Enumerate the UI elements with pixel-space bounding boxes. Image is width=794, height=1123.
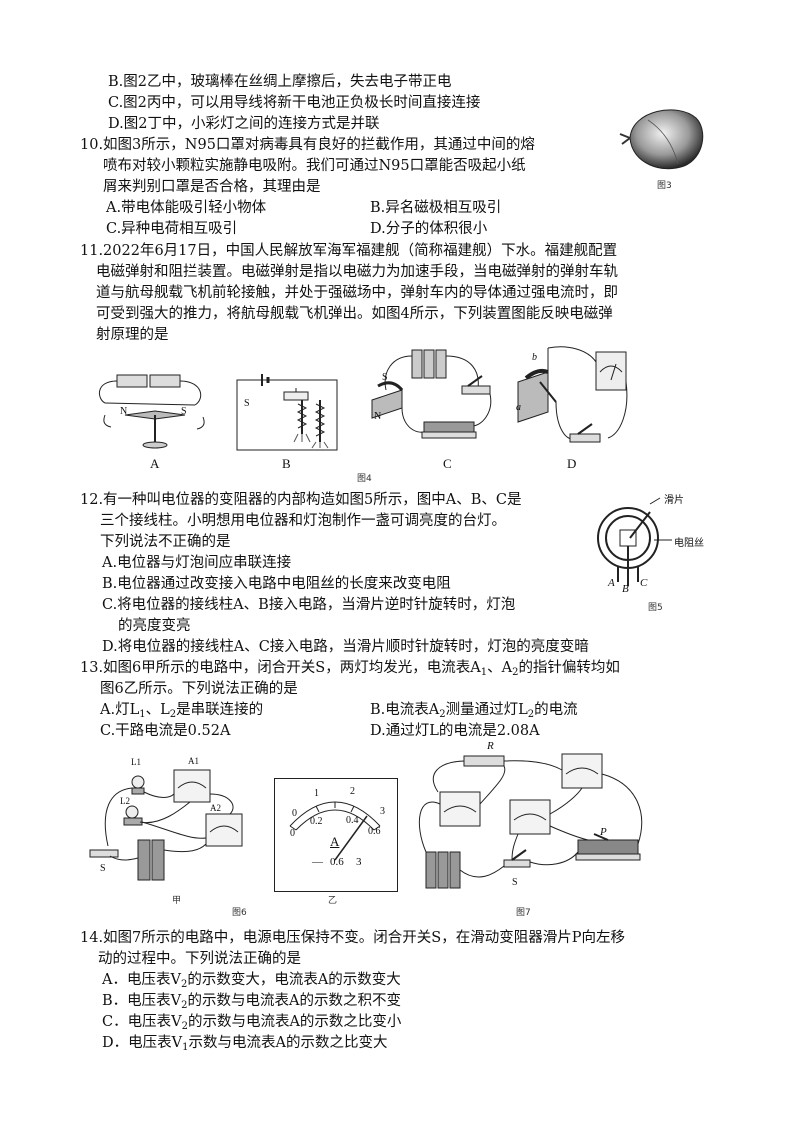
figure-5-caption: 图5 — [648, 603, 663, 613]
q10-option-a: A.带电体能吸引轻小物体 — [106, 200, 267, 216]
dial-unit-label: A — [330, 834, 340, 849]
dial-bot-2: 0.4 — [346, 815, 359, 826]
fig4d-a-label: a — [516, 402, 521, 413]
figure-6-caption: 图6 — [232, 908, 247, 918]
figure-6b-ammeter-dial — [274, 778, 398, 892]
q12-option-c-line2: 的亮度变亮 — [118, 618, 191, 634]
fig5-wire-label: 电阻丝 — [674, 538, 704, 549]
q14-stem-line2: 动的过程中。下列说法正确的是 — [98, 951, 301, 967]
fig4-label-a: A — [150, 456, 160, 471]
fig6-a2-label: A2 — [210, 803, 221, 813]
fig5-terminal-a: A — [608, 577, 615, 589]
fig7-r-label: R — [487, 740, 494, 752]
fig6-yi-label: 乙 — [328, 896, 338, 906]
q13-option-a: A.灯L1、L2是串联连接的 — [100, 702, 264, 720]
fig5-terminal-c: C — [640, 577, 648, 589]
dial-bot-0: 0 — [290, 828, 295, 839]
figure-3-caption: 图3 — [657, 181, 672, 191]
q14-option-c: C．电压表V2的示数与电流表A的示数之比变小 — [102, 1014, 402, 1032]
q10-stem-line1: 10.如图3所示，N95口罩对病毒具有良好的拦截作用，其通过中间的熔 — [80, 137, 535, 153]
figure-4c-motor-principle — [371, 349, 492, 439]
dial-top-2: 2 — [350, 786, 355, 797]
fig4a-n-label: N — [120, 406, 128, 417]
q10-option-d: D.分子的体积很小 — [370, 221, 488, 237]
q11-stem-line4: 可受到强大的推力，将航母舰载飞机弹出。如图4所示，下列装置图能反映电磁弹 — [96, 306, 613, 322]
figure-4a-oersted-experiment — [98, 374, 205, 449]
dial-bot-1: 0.2 — [310, 816, 323, 827]
figure-4d-electromagnetic-induction — [517, 346, 628, 443]
dial-terminal-06: 0.6 — [330, 856, 344, 868]
q10-stem-line3: 屑来判别口罩是否合格，其理由是 — [103, 179, 321, 195]
dial-top-1: 1 — [314, 788, 319, 799]
figure-4-caption: 图4 — [357, 474, 372, 484]
q9-option-b: B.图2乙中，玻璃棒在丝绸上摩擦后，失去电子带正电 — [108, 74, 452, 90]
q11-stem-line3: 道与航母舰载飞机前轮接触，并处于强磁场中，弹射车内的导体通过强电流时，即 — [96, 285, 618, 301]
q12-stem-line1: 12.有一种叫电位器的变阻器的内部构造如图5所示，图中A、B、C是 — [80, 492, 522, 508]
fig6-a1-label: A1 — [188, 756, 199, 766]
figure-5-potentiometer — [597, 497, 672, 586]
dial-terminal-minus: — — [312, 856, 323, 868]
fig4c-n-label: N — [374, 411, 382, 422]
q9-option-d: D.图2丁中，小彩灯之间的连接方式是并联 — [108, 116, 380, 132]
figure-7-caption: 图7 — [516, 908, 531, 918]
figure-3-mask-illustration — [619, 109, 704, 170]
q13-option-c: C.干路电流是0.52A — [100, 723, 231, 739]
q12-option-a: A.电位器与灯泡间应串联连接 — [102, 555, 292, 571]
q10-option-c: C.异种电荷相互吸引 — [106, 221, 238, 237]
fig6-l1-label: L1 — [131, 757, 141, 767]
q10-option-b: B.异名磁极相互吸引 — [370, 200, 502, 216]
q14-option-b: B．电压表V2的示数与电流表A的示数之积不变 — [102, 993, 401, 1011]
q11-stem-line5: 射原理的是 — [96, 327, 169, 343]
q14-option-a: A．电压表V2的示数变大，电流表A的示数变大 — [102, 972, 401, 990]
fig6-jia-label: 甲 — [172, 896, 182, 906]
q14-stem-line1: 14.如图7所示的电路中，电源电压保持不变。闭合开关S，在滑动变阻器滑片P向左移 — [80, 930, 625, 946]
fig4-label-c: C — [443, 456, 452, 471]
q12-option-b: B.电位器通过改变接入电路中电阻丝的长度来改变电阻 — [102, 576, 451, 592]
dial-bot-3: 0.6 — [368, 826, 381, 837]
dial-top-0: 0 — [292, 808, 297, 819]
dial-terminal-3: 3 — [356, 856, 362, 868]
ammeter-dial-drawing — [289, 801, 381, 861]
q11-stem-line1: 11.2022年6月17日，中国人民解放军海军福建舰（简称福建舰）下水。福建舰配… — [80, 243, 618, 259]
q13-option-d: D.通过灯L的电流是2.08A — [370, 723, 540, 739]
q12-option-d: D.将电位器的接线柱A、C接入电路，当滑片顺时针旋转时，灯泡的亮度变暗 — [102, 639, 589, 655]
fig5-slider-label: 滑片 — [664, 495, 684, 506]
fig4b-s-label: S — [244, 398, 250, 409]
fig6-l2-label: L2 — [120, 796, 130, 806]
q14-option-d: D．电压表V1示数与电流表A的示数之比变大 — [102, 1035, 388, 1053]
q9-option-c: C.图2丙中，可以用导线将新干电池正负极长时间直接连接 — [108, 95, 481, 111]
q12-stem-line2: 三个接线柱。小明想用电位器和灯泡制作一盏可调亮度的台灯。 — [100, 513, 506, 529]
fig4-label-b: B — [282, 456, 291, 471]
dial-top-3: 3 — [380, 806, 385, 817]
fig7-p-label: P — [600, 826, 607, 838]
figure-6a-parallel-circuit — [89, 769, 243, 881]
q12-option-c-line1: C.将电位器的接线柱A、B接入电路，当滑片逆时针旋转时，灯泡 — [102, 597, 516, 613]
fig4c-s-label: S — [382, 372, 388, 383]
figure-7-circuit-with-meters — [418, 753, 643, 889]
fig5-terminal-b: B — [622, 583, 629, 595]
fig4d-b-label: b — [532, 352, 537, 363]
q12-stem-line3: 下列说法不正确的是 — [100, 534, 231, 550]
figure-4b-electromagnet-circuit — [236, 374, 338, 451]
fig6-switch-label: S — [100, 863, 106, 874]
q10-stem-line2: 喷布对较小颗粒实施静电吸附。我们可通过N95口罩能否吸起小纸 — [103, 158, 526, 174]
fig7-s-label: S — [512, 877, 518, 888]
q13-stem-line2: 图6乙所示。下列说法正确的是 — [100, 681, 298, 697]
fig4-label-d: D — [567, 456, 577, 471]
q11-stem-line2: 电磁弹射和阻拦装置。电磁弹射是指以电磁力为加速手段，当电磁弹射的弹射车轨 — [96, 264, 618, 280]
q13-stem-line1: 13.如图6甲所示的电路中，闭合开关S，两灯均发光，电流表A1、A2的指针偏转均… — [80, 660, 620, 678]
q13-option-b: B.电流表A2测量通过灯L2的电流 — [370, 702, 578, 720]
fig4a-s-label: S — [181, 406, 187, 417]
